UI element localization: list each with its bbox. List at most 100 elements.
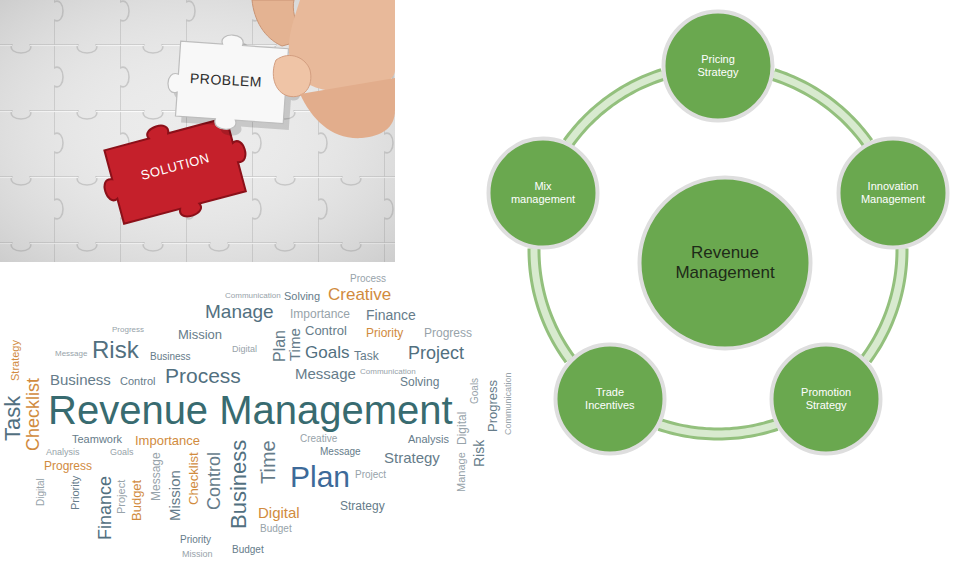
ring-connector bbox=[660, 424, 777, 434]
puzzle-ground bbox=[0, 0, 395, 262]
cloud-word: Project bbox=[116, 480, 127, 514]
cloud-word: Communication bbox=[504, 372, 513, 435]
ring-band bbox=[660, 424, 777, 434]
spoke-circle: Promotion Strategy bbox=[769, 342, 883, 456]
cloud-word: Analysis bbox=[408, 434, 449, 445]
cloud-word: Manage bbox=[456, 452, 467, 492]
circle-body: Promotion Strategy bbox=[769, 342, 883, 456]
hub-circle: Revenue Management bbox=[637, 175, 813, 351]
cloud-word: Importance bbox=[135, 434, 200, 447]
cloud-word: Mission bbox=[167, 470, 182, 521]
ring-connector bbox=[568, 75, 662, 144]
cloud-word: Finance bbox=[96, 476, 114, 540]
ring-band bbox=[773, 75, 867, 144]
cloud-word: Teamwork bbox=[72, 434, 122, 445]
cloud-word: Message bbox=[150, 452, 162, 501]
cloud-word: Digital bbox=[258, 505, 300, 520]
cloud-word: Time bbox=[258, 440, 278, 484]
circle-body: Revenue Management bbox=[637, 175, 813, 351]
cloud-word: Message bbox=[55, 350, 87, 358]
cloud-word: Digital bbox=[36, 478, 46, 506]
node-label: Pricing Strategy bbox=[681, 53, 755, 79]
cloud-word: Progress bbox=[44, 460, 92, 472]
cloud-word: Analysis bbox=[46, 448, 80, 457]
cloud-word: Communication bbox=[360, 368, 416, 376]
photo-shade bbox=[0, 0, 395, 262]
circle-fill bbox=[489, 139, 598, 248]
circle-text: Promotion Strategy bbox=[789, 386, 863, 412]
cloud-word: Digital bbox=[456, 412, 468, 445]
ring-band bbox=[866, 248, 902, 359]
cloud-word: Communication bbox=[225, 292, 281, 300]
cloud-word: Manage bbox=[205, 302, 274, 321]
cloud-word: Strategy bbox=[384, 450, 440, 465]
circle-body: Innovation Management bbox=[836, 136, 950, 250]
cloud-word: Message bbox=[320, 447, 361, 457]
spoke-circle: Pricing Strategy bbox=[661, 9, 775, 123]
ring-band-inner bbox=[866, 248, 902, 359]
cloud-word: Process bbox=[165, 365, 241, 386]
cloud-word: Plan bbox=[272, 330, 288, 362]
cloud-word: Goals bbox=[110, 448, 134, 457]
circle-fill bbox=[555, 344, 664, 453]
node-label: Promotion Strategy bbox=[789, 386, 863, 412]
cloud-word: Priority bbox=[180, 535, 211, 545]
cloud-word: Finance bbox=[366, 308, 416, 322]
circle-text: Pricing Strategy bbox=[681, 53, 755, 79]
cloud-word: Progress bbox=[424, 327, 472, 339]
circle-text: Trade Incentives bbox=[573, 386, 647, 412]
ring-connector bbox=[773, 75, 867, 144]
node-label: Innovation Management bbox=[856, 180, 930, 206]
puzzle-photo bbox=[0, 0, 395, 262]
cloud-word: Creative bbox=[300, 434, 337, 444]
cloud-word: Control bbox=[205, 452, 223, 510]
ring-connector bbox=[866, 248, 902, 359]
hand-thumb bbox=[273, 55, 311, 96]
cloud-word: Business bbox=[150, 352, 191, 362]
cloud-word: Budget bbox=[232, 545, 264, 555]
ring-band-inner bbox=[534, 248, 570, 359]
ring-band-inner bbox=[773, 75, 867, 144]
ring-connector bbox=[534, 248, 570, 359]
ring-band bbox=[568, 75, 662, 144]
cloud-word: Goals bbox=[470, 378, 480, 404]
cloud-word: Project bbox=[355, 470, 386, 480]
cloud-word: Priority bbox=[366, 327, 403, 339]
node-label: Revenue Management bbox=[668, 243, 782, 284]
node-label: Mix management bbox=[506, 180, 580, 206]
ring-band-inner bbox=[568, 75, 662, 144]
cloud-word: Mission bbox=[178, 328, 222, 341]
cloud-word: Priority bbox=[70, 476, 81, 510]
cloud-word: Task bbox=[2, 396, 24, 441]
ring-band-inner bbox=[660, 424, 777, 434]
cloud-word: Process bbox=[350, 274, 386, 284]
cloud-word: Task bbox=[354, 350, 379, 362]
hand-fingers bbox=[300, 78, 395, 138]
cloud-word: Time bbox=[287, 328, 302, 361]
cloud-word: Project bbox=[408, 344, 464, 362]
circle-fill bbox=[838, 139, 947, 248]
cloud-word: Solving bbox=[284, 291, 320, 302]
cloud-word: Plan bbox=[290, 462, 350, 492]
cloud-word: Business bbox=[228, 440, 250, 529]
spoke-circle: Innovation Management bbox=[836, 136, 950, 250]
circle-fill bbox=[772, 344, 881, 453]
spoke-circle: Trade Incentives bbox=[553, 342, 667, 456]
cloud-word: Strategy bbox=[10, 340, 21, 381]
circle-fill bbox=[664, 12, 773, 121]
circle-text: Mix management bbox=[506, 180, 580, 206]
cloud-word: Creative bbox=[328, 286, 391, 303]
puzzle-text: PROBLEM bbox=[190, 71, 263, 89]
cloud-word: Solving bbox=[400, 376, 439, 388]
cloud-word: Message bbox=[295, 366, 356, 381]
cloud-word: Mission bbox=[182, 550, 213, 559]
cloud-word: Risk bbox=[472, 440, 486, 467]
cloud-word: Control bbox=[305, 324, 347, 337]
ring-band bbox=[534, 248, 570, 359]
cloud-word: Control bbox=[120, 376, 155, 387]
circle-body: Mix management bbox=[486, 136, 600, 250]
cloud-word: Risk bbox=[92, 338, 139, 362]
circle-body: Trade Incentives bbox=[553, 342, 667, 456]
cloud-word: Goals bbox=[305, 344, 349, 361]
cloud-word: Digital bbox=[232, 345, 257, 354]
